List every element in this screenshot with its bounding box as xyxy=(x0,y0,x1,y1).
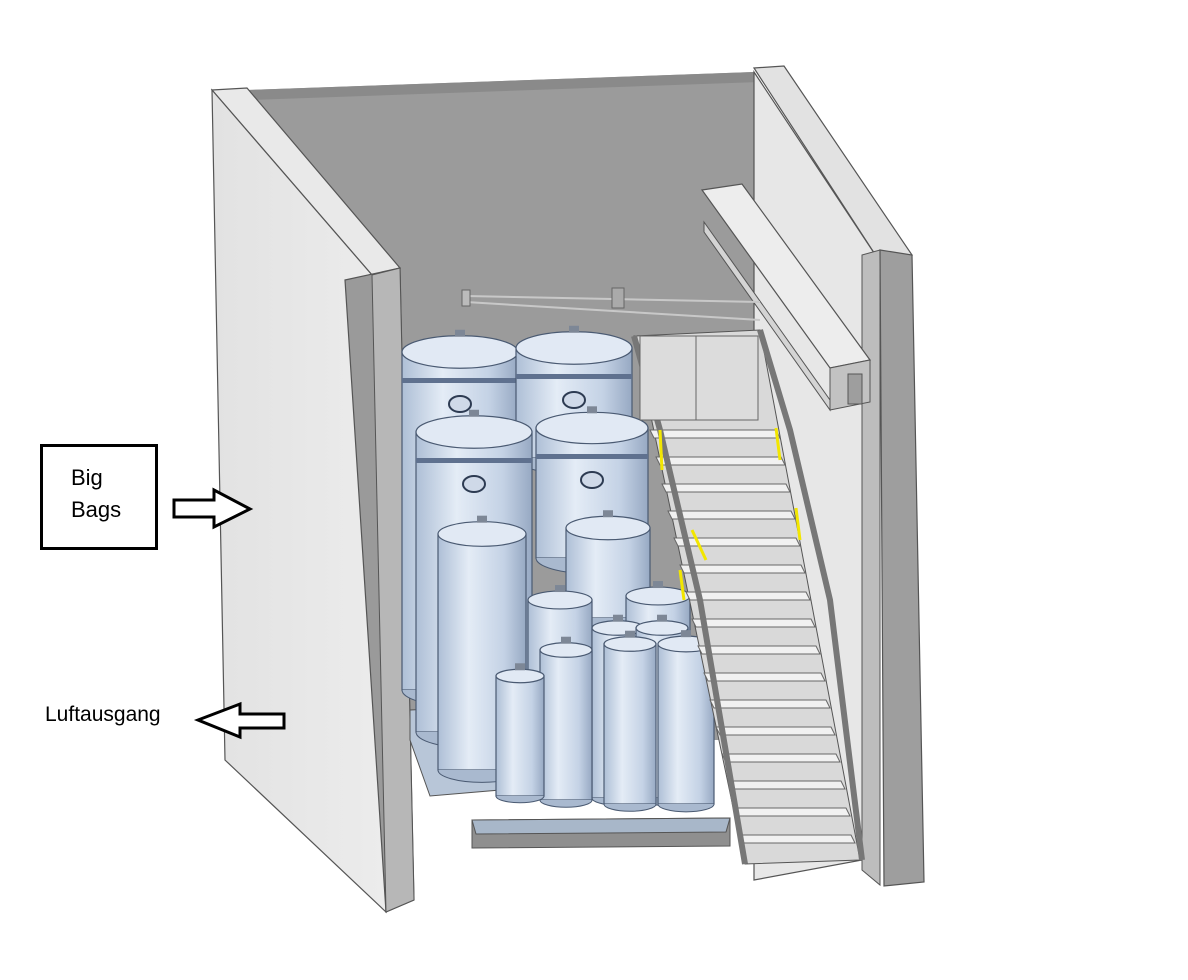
big-bags-label-box: Big Bags xyxy=(40,444,158,550)
arrow-right-icon xyxy=(172,487,254,530)
stair-step xyxy=(709,699,831,709)
stair-step xyxy=(661,483,791,493)
stair-step xyxy=(727,780,846,790)
stair-step xyxy=(679,564,806,574)
tank xyxy=(603,630,657,812)
stair-step xyxy=(697,645,821,655)
stair-step xyxy=(649,429,781,439)
stair-step xyxy=(739,834,856,844)
stair-step xyxy=(667,510,796,520)
stair-step xyxy=(673,537,801,547)
stair-step xyxy=(715,726,836,736)
wall-shelf xyxy=(700,183,872,412)
stair-step xyxy=(655,456,786,466)
stair-step xyxy=(733,807,851,817)
stair-step xyxy=(685,591,811,601)
ceiling-pipe xyxy=(461,287,761,321)
stair-step xyxy=(703,672,826,682)
big-bags-label-line2: Bags xyxy=(71,497,122,522)
tank xyxy=(539,636,593,808)
tank xyxy=(495,663,545,804)
stair-step xyxy=(721,753,841,763)
arrow-left-icon xyxy=(193,701,286,740)
left-wall xyxy=(210,87,415,914)
stair-step xyxy=(691,618,816,628)
back-wall-top xyxy=(247,72,760,100)
big-bags-label-line1: Big xyxy=(71,465,103,490)
air-outlet-label: Luftausgang xyxy=(45,703,161,726)
storage-tanks xyxy=(401,325,715,813)
staircase xyxy=(631,329,865,865)
